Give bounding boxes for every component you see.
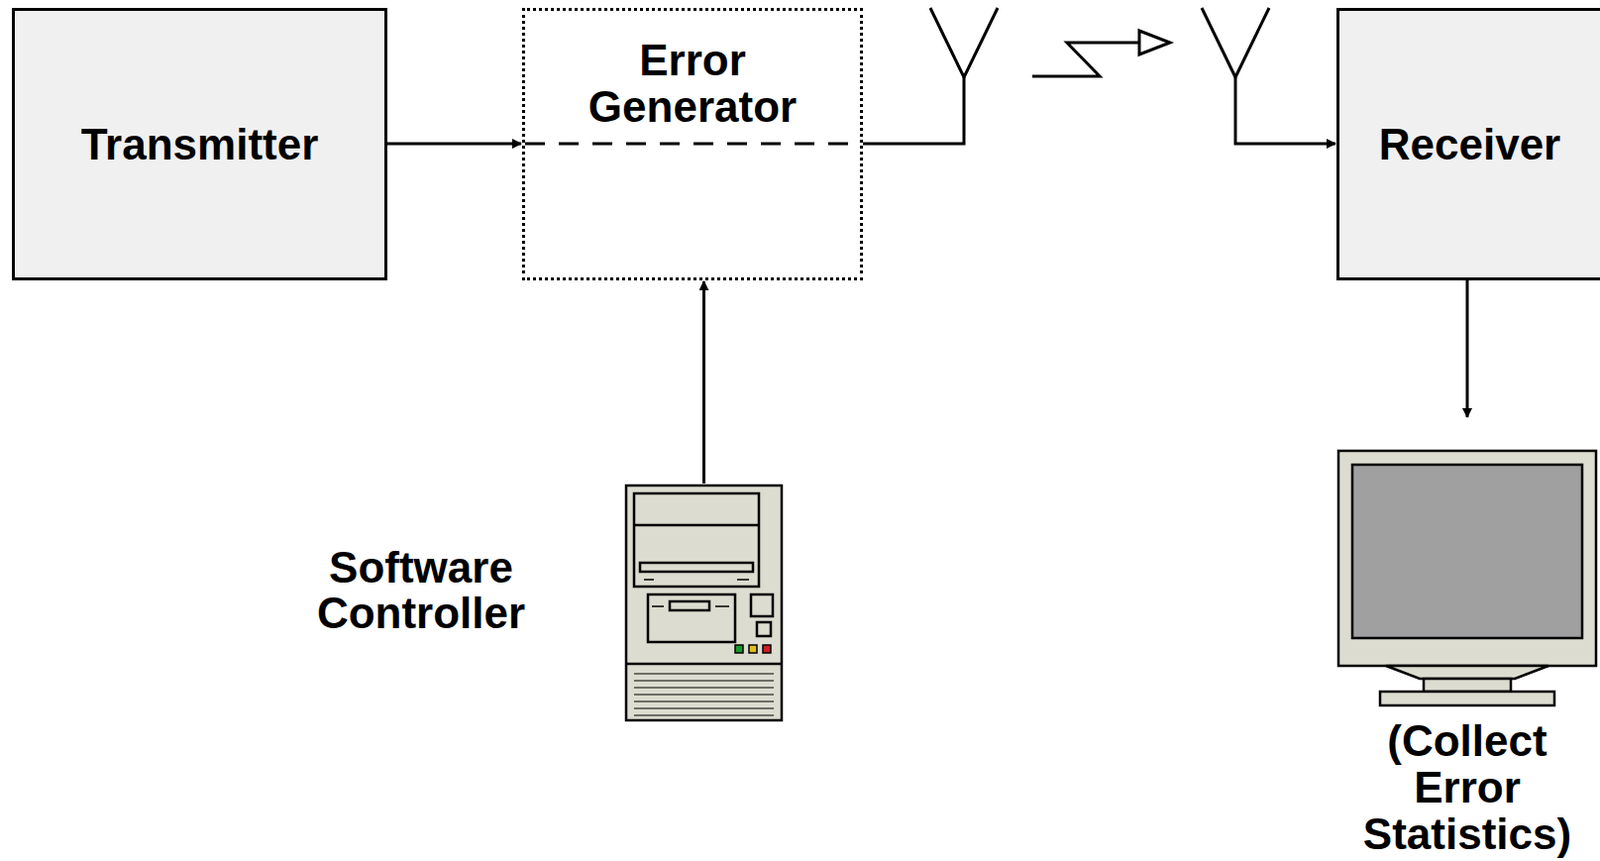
- transmitter-box: Transmitter: [11, 7, 388, 281]
- monitor-icon: [1336, 448, 1599, 709]
- monitor-display: (Collect Error Statistics): [1336, 448, 1599, 859]
- signal-arrow: [387, 142, 522, 146]
- signal-arrow: [862, 77, 1336, 144]
- receiver-box: Receiver: [1336, 7, 1600, 281]
- antenna-symbol: [930, 7, 998, 78]
- node-label: Transmitter: [69, 120, 331, 168]
- node-label: Receiver: [1367, 120, 1573, 168]
- radio-link-symbol: [1032, 42, 1140, 77]
- computer-tower-icon: [624, 483, 784, 723]
- node-label: Error Generator: [548, 36, 837, 130]
- computer-controller: Software Controller: [287, 483, 784, 723]
- signal-arrow: [1466, 280, 1470, 418]
- bypass-line: [525, 142, 860, 146]
- error-generator-box: Error Generator: [522, 7, 863, 281]
- node-label: (Collect Error Statistics): [1336, 717, 1599, 857]
- radio-link-arrowhead: [1139, 30, 1171, 55]
- node-label: Software Controller: [287, 544, 555, 637]
- signal-arrow: [702, 281, 706, 484]
- antenna-symbol: [1201, 7, 1270, 78]
